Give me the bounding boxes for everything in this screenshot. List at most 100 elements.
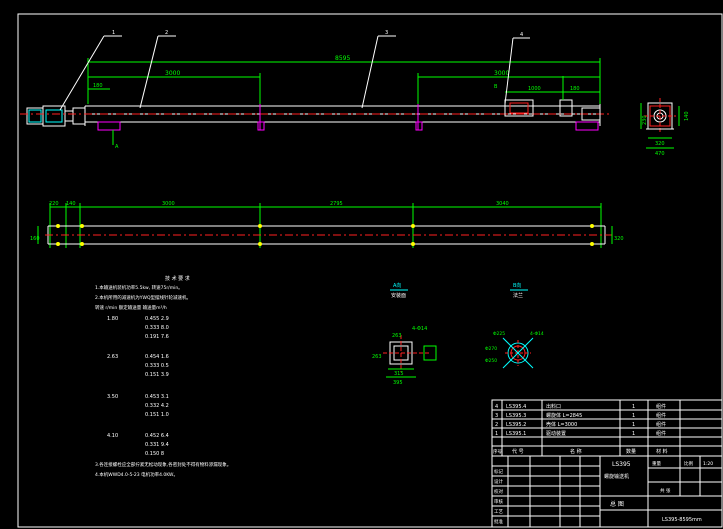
speed-2: 2.63 [107, 354, 118, 360]
dim-180-right: 180 [570, 86, 580, 92]
side-view: 320 470 230 140 [640, 98, 690, 157]
plan-dim-320: 320 [614, 236, 624, 242]
side-dim-470: 470 [655, 151, 665, 157]
part-mat-3: 组件 [656, 412, 666, 419]
plan-dim-220: 220 [49, 201, 59, 207]
sheet-label: 共 张 [660, 487, 671, 494]
speed-1: 1.80 [107, 316, 118, 322]
tech-notes: 技 术 要 求 1.本输送机装机功率5.5kw, 转速75r/min。 2.本机… [95, 275, 231, 478]
support-right [575, 121, 599, 131]
scale-label: 比例 [684, 460, 693, 467]
value-2-3: 0.151 3.9 [145, 372, 169, 378]
dim-3000-left: 3000 [165, 70, 180, 77]
section-a-dim-3: 263 [372, 354, 382, 360]
part-qty-4: 1 [632, 404, 635, 410]
value-4-2: 0.331 9.4 [145, 442, 169, 448]
part-mat-2: 组件 [656, 421, 666, 428]
part-no-3: 3 [495, 413, 498, 419]
row-label-3: 校对 [494, 488, 503, 495]
dim-3000-right: 3000 [494, 70, 509, 77]
plan-view: 220 140 3000 2795 3040 160 320 [30, 201, 624, 248]
title-block-text: 4 LS395.4 出料口 1 组件 3 LS395.3 螺旋体 L=2845 … [493, 403, 713, 525]
part-name-4: 出料口 [546, 403, 561, 410]
value-1-1: 0.455 2.9 [145, 316, 169, 322]
note-line-1: 1.本输送机装机功率5.5kw, 转速75r/min。 [95, 284, 183, 291]
dim-180-left: 180 [93, 83, 103, 89]
part-mat-4: 组件 [656, 403, 666, 410]
drawing-border [17, 13, 723, 528]
header-mat: 材 料 [656, 448, 668, 455]
elevation-view: 8595 3000 3000 180 1000 180 A B 1 2 3 4 [20, 30, 612, 150]
header-qty: 数量 [626, 448, 636, 455]
notes-title: 技 术 要 求 [165, 275, 190, 282]
dim-1000: 1000 [528, 86, 541, 92]
plan-dim-3000: 3000 [162, 201, 175, 207]
part-name-3: 螺旋体 L=2845 [546, 412, 582, 419]
value-4-1: 0.452 6.4 [145, 433, 169, 439]
title-block [491, 399, 723, 528]
section-b-dim-2: Φ270 [485, 346, 497, 352]
weight-label: 重量 [652, 460, 661, 467]
outlet [504, 99, 534, 117]
part-name-2: 壳体 L=3000 [546, 421, 577, 428]
part-name-1: 驱动装置 [546, 430, 566, 437]
note-line-3: 转速 r/min 额定输送量 输送量m³/h [95, 304, 167, 311]
section-b-dim-3: Φ250 [485, 358, 497, 364]
value-1-3: 0.191 7.6 [145, 334, 169, 340]
section-b-label: B向 [513, 282, 521, 289]
note-footer-1: 3.各连接螺栓应全部拧紧无松动现象,各密封处不得有物料渗漏现象。 [95, 461, 231, 468]
section-b-dim-1: Φ225 [493, 331, 505, 337]
section-a-label: A向 [393, 282, 401, 289]
note-footer-2: 4.本机WWD4.0-5-23 电机功率4.0KW。 [95, 471, 178, 478]
section-mark-b: B [494, 84, 498, 90]
scale-value: 1:20 [703, 461, 713, 467]
part-mat-1: 组件 [656, 430, 666, 437]
row-label-2: 设计 [494, 478, 503, 485]
balloon-4: 4 [520, 32, 523, 38]
section-a-sub: 安装面 [391, 292, 406, 299]
section-b-dim-4: 4-Φ14 [530, 331, 544, 337]
speed-4: 4.10 [107, 433, 118, 439]
side-dim-140: 140 [684, 111, 690, 121]
drawing-code: LS395 [612, 461, 631, 468]
balloon-1: 1 [112, 30, 115, 36]
company-name: 总 图 [610, 500, 624, 508]
side-dim-230: 230 [642, 115, 648, 125]
part-no-2: 2 [495, 422, 498, 428]
section-b-view: B向 法兰 Φ225 Φ270 Φ250 4-Φ14 [485, 282, 544, 369]
speed-3: 3.50 [107, 394, 118, 400]
drawing-name: 螺旋输送机 [604, 473, 629, 480]
balloon-2: 2 [165, 30, 168, 36]
section-a-dim-1: 263 [392, 333, 402, 339]
balloon-3: 3 [385, 30, 388, 36]
section-b-sub: 法兰 [513, 292, 523, 299]
note-line-2: 2.本机所用的减速机为YWQ型摆线针轮减速机。 [95, 294, 191, 301]
value-3-2: 0.332 4.2 [145, 403, 169, 409]
section-a-view: A向 安装面 263 4-Φ14 263 315 395 [372, 282, 437, 386]
row-label-5: 工艺 [494, 509, 503, 515]
section-a-dim-5: 395 [393, 380, 403, 386]
part-code-2: LS395.2 [506, 422, 526, 428]
value-3-1: 0.453 3.1 [145, 394, 169, 400]
value-2-1: 0.454 1.6 [145, 354, 169, 360]
side-dim-320: 320 [655, 141, 665, 147]
part-no-4: 4 [495, 404, 498, 410]
value-4-3: 0.150 8 [145, 451, 164, 457]
dim-overall: 8595 [335, 55, 350, 62]
plan-dim-140: 140 [66, 201, 76, 207]
support-left [97, 121, 121, 131]
row-label-6: 批准 [494, 518, 503, 525]
value-2-2: 0.333 0.5 [145, 363, 169, 369]
section-a-dim-4: 315 [394, 371, 404, 377]
part-qty-3: 1 [632, 413, 635, 419]
drawing-number: LS395-8595mm [662, 517, 702, 523]
header-no: 序号 [493, 448, 502, 455]
row-label-1: 标记 [494, 468, 503, 475]
part-code-3: LS395.3 [506, 413, 526, 419]
plan-dim-160: 160 [30, 236, 40, 242]
part-code-1: LS395.1 [506, 431, 526, 437]
part-code-4: LS395.4 [506, 404, 526, 410]
header-name: 名 称 [570, 448, 582, 455]
plan-dim-3040: 3040 [496, 201, 509, 207]
